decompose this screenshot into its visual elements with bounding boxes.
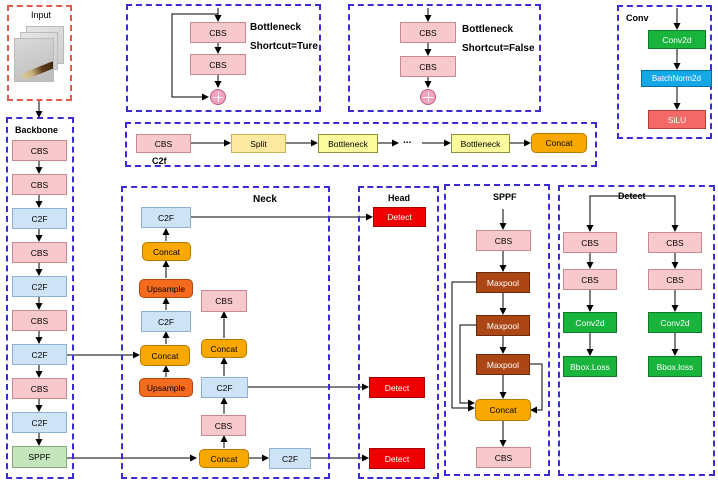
conv-title: Conv <box>626 13 649 23</box>
c2f-bottleneck-2: Bottleneck <box>451 134 510 153</box>
bottleneck-false-panel <box>348 4 541 112</box>
sppf-panel <box>444 184 550 476</box>
backbone-c2f-1: C2F <box>12 208 67 229</box>
head-detect-1: Detect <box>373 207 426 227</box>
sppf-cbs-bottom: CBS <box>476 447 531 468</box>
conv-conv2d: Conv2d <box>648 30 706 49</box>
bottleneck-false-cbs-1: CBS <box>400 22 456 43</box>
backbone-c2f-4: C2F <box>12 412 67 433</box>
sppf-title: SPPF <box>493 192 517 202</box>
bottleneck-true-shortcut: Shortcut=Ture <box>250 41 318 52</box>
detect-title: Detect <box>618 191 646 201</box>
head-title: Head <box>388 193 411 203</box>
sppf-maxpool-2: Maxpool <box>476 315 530 336</box>
c2f-cbs: CBS <box>136 134 191 153</box>
backbone-cbs-3: CBS <box>12 242 67 263</box>
neck-cbs-bottom: CBS <box>201 415 246 436</box>
neck-c2f-right: C2F <box>201 377 248 398</box>
detect-branch2-cbs-1: CBS <box>648 232 702 253</box>
neck-concat-3: Concat <box>201 339 247 358</box>
neck-c2f-top: C2F <box>141 207 191 228</box>
neck-cbs-top: CBS <box>201 290 247 312</box>
c2f-title: C2f <box>152 156 167 166</box>
neck-c2f-bottom: C2F <box>269 448 311 469</box>
add-icon <box>420 89 436 105</box>
backbone-panel <box>6 117 74 479</box>
detect-branch2-loss: Bbox.loss <box>648 356 702 377</box>
c2f-bottleneck-1: Bottleneck <box>318 134 378 153</box>
c2f-split: Split <box>231 134 286 153</box>
head-detect-3: Detect <box>369 448 425 469</box>
backbone-cbs-1: CBS <box>12 140 67 161</box>
c2f-concat: Concat <box>531 133 587 153</box>
detect-panel <box>558 185 715 476</box>
conv-batchnorm: BatchNorm2d <box>641 70 712 87</box>
detect-branch1-conv2d: Conv2d <box>563 312 617 333</box>
detect-branch2-conv2d: Conv2d <box>648 312 702 333</box>
neck-concat-4: Concat <box>199 449 249 468</box>
head-detect-2: Detect <box>369 377 425 398</box>
backbone-sppf: SPPF <box>12 446 67 468</box>
add-icon <box>210 89 226 105</box>
neck-concat-1: Concat <box>142 242 191 261</box>
sppf-cbs-top: CBS <box>476 230 531 251</box>
bottleneck-true-cbs-1: CBS <box>190 22 246 43</box>
bottleneck-false-cbs-2: CBS <box>400 56 456 77</box>
sppf-concat: Concat <box>475 399 531 421</box>
input-image <box>14 38 54 82</box>
conv-silu: SiLU <box>648 110 706 129</box>
neck-title: Neck <box>253 194 277 205</box>
head-panel <box>358 186 439 479</box>
bottleneck-false-title: Bottleneck <box>462 24 514 35</box>
neck-upsample-2: Upsample <box>139 378 193 397</box>
detect-branch1-cbs-1: CBS <box>563 232 617 253</box>
input-label: Input <box>31 10 52 20</box>
sppf-maxpool-1: Maxpool <box>476 272 530 293</box>
detect-branch1-cbs-2: CBS <box>563 269 617 290</box>
neck-c2f-mid: C2F <box>141 311 191 332</box>
bottleneck-false-shortcut: Shortcut=False <box>462 43 535 54</box>
bottleneck-true-panel <box>126 4 321 112</box>
backbone-cbs-5: CBS <box>12 378 67 399</box>
bottleneck-true-title: Bottleneck <box>250 22 302 33</box>
neck-concat-2: Concat <box>140 345 190 366</box>
neck-upsample-1: Upsample <box>139 279 193 298</box>
backbone-cbs-2: CBS <box>12 174 67 195</box>
sppf-maxpool-3: Maxpool <box>476 354 530 375</box>
detect-branch2-cbs-2: CBS <box>648 269 702 290</box>
backbone-c2f-2: C2F <box>12 276 67 297</box>
input-panel <box>7 5 72 101</box>
backbone-c2f-3: C2F <box>12 344 67 365</box>
c2f-panel <box>125 122 597 167</box>
c2f-ellipsis: ... <box>403 135 412 146</box>
detect-branch1-loss: Bbox.Loss <box>563 356 617 377</box>
neck-panel <box>121 186 330 479</box>
backbone-title: Backbone <box>15 125 59 135</box>
bottleneck-true-cbs-2: CBS <box>190 54 246 75</box>
backbone-cbs-4: CBS <box>12 310 67 331</box>
